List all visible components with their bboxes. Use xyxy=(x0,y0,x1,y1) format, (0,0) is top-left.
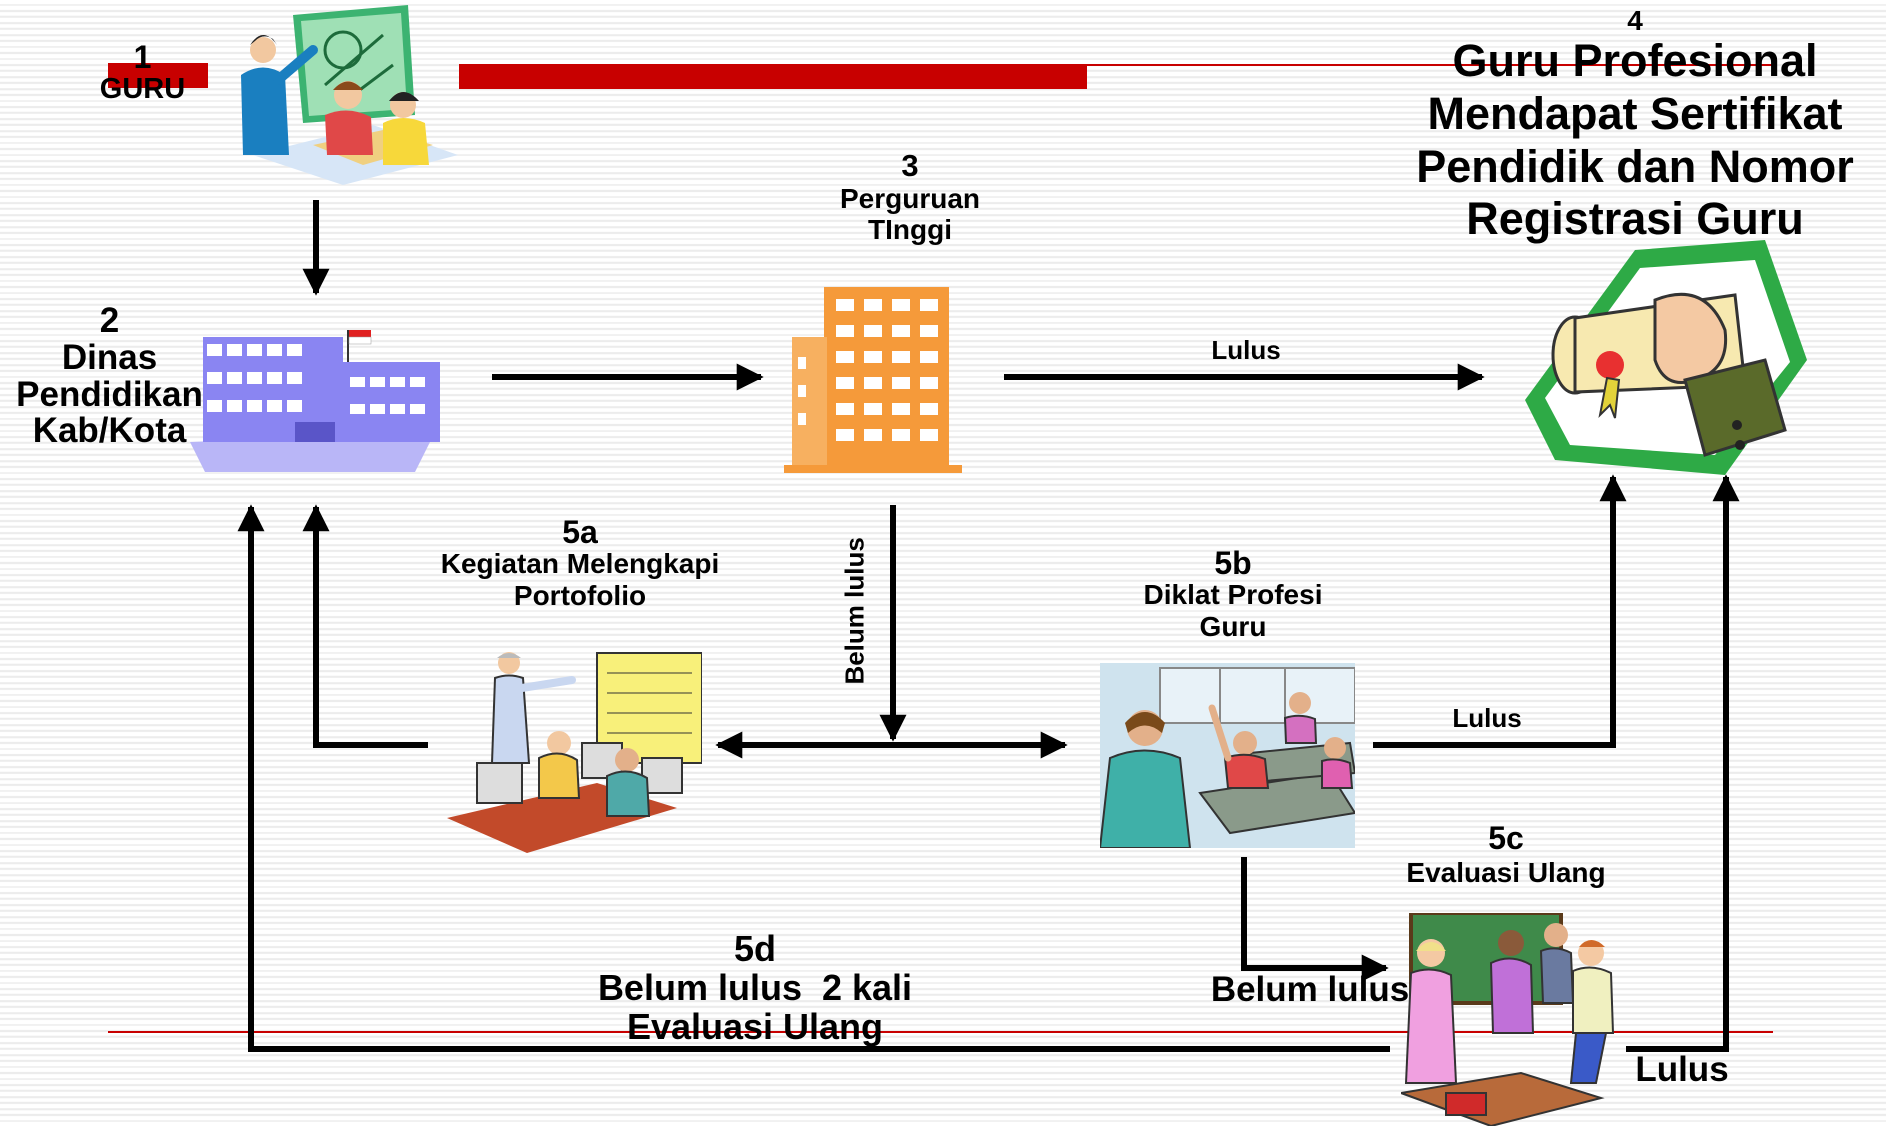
arrow-5a-back-to-dinas xyxy=(302,504,428,748)
node-number: 5c xyxy=(1488,820,1524,856)
red-thin-line-top xyxy=(1087,64,1777,66)
pt-image xyxy=(784,267,962,475)
edge-label-belum-lulus-5b: Belum lulus xyxy=(1210,970,1410,1009)
node-label-line2: Portofolio xyxy=(513,580,647,612)
edge-label-lulus-5c: Lulus xyxy=(1635,1050,1729,1089)
node-label-line2: Guru xyxy=(1199,611,1267,643)
node-label-line1: Perguruan xyxy=(839,182,981,214)
arrow-5c-lulus-to-guru-prof xyxy=(1626,474,1740,1052)
diklat-image xyxy=(1100,663,1355,848)
certificate-image xyxy=(1515,240,1807,475)
portofolio-image xyxy=(447,648,702,858)
dinas-image xyxy=(185,322,445,477)
node-number: 1 xyxy=(133,39,152,75)
node-label-line1: Belum lulus 2 kali xyxy=(597,966,913,1008)
node-label-line3: Pendidik dan Nomor xyxy=(1416,140,1854,192)
red-header-bar-left xyxy=(108,63,208,88)
guru-image xyxy=(233,5,458,185)
edge-label-lulus-pt: Lulus xyxy=(1211,335,1281,365)
node-1-guru: 1 GURU xyxy=(80,39,205,105)
node-label-line1: Guru Profesional xyxy=(1452,35,1818,87)
teacher-discussion-icon xyxy=(1401,913,1615,1126)
node-label-line3: Kab/Kota xyxy=(32,411,187,451)
edge-label-belum-lulus-pt: Belum lulus xyxy=(839,537,870,685)
node-number: 2 xyxy=(99,301,120,340)
node-2-dinas: 2 Dinas Pendidikan Kab/Kota xyxy=(2,301,217,451)
red-header-bar xyxy=(459,64,1087,89)
university-building-icon xyxy=(784,287,962,473)
node-5b-diklat: 5b Diklat Profesi Guru xyxy=(1108,547,1358,643)
node-label-line4: Registrasi Guru xyxy=(1466,193,1804,245)
node-label-line1: Evaluasi Ulang xyxy=(1406,856,1606,888)
node-5a-portofolio: 5a Kegiatan Melengkapi Portofolio xyxy=(410,516,750,612)
arrow-5b-belum-lulus-to-5c xyxy=(1241,857,1389,982)
node-label-line2: Mendapat Sertifikat xyxy=(1427,88,1843,140)
node-number: 3 xyxy=(901,148,919,183)
node-number: 5d xyxy=(733,928,776,969)
node-label-line1: Diklat Profesi xyxy=(1143,579,1323,610)
node-label-line1: Kegiatan Melengkapi xyxy=(440,548,720,579)
arrow-5b-lulus-to-guru-prof xyxy=(1373,474,1627,748)
node-5c-evaluasi-ulang: 5c Evaluasi Ulang xyxy=(1390,820,1622,889)
evaluasi-image xyxy=(1401,913,1623,1126)
node-label-line1: Dinas xyxy=(61,337,158,377)
node-number: 4 xyxy=(1627,5,1643,36)
teacher-whiteboard-icon xyxy=(241,5,458,185)
node-4-guru-profesional: 4 Guru Profesional Mendapat Sertifikat P… xyxy=(1375,6,1886,246)
arrow-5d-back-to-dinas xyxy=(237,504,1390,1052)
edge-label-lulus-5b: Lulus xyxy=(1452,703,1522,733)
node-label-line2: TInggi xyxy=(868,213,952,245)
node-label: GURU xyxy=(99,72,186,105)
red-thin-line-bottom xyxy=(108,1031,1773,1033)
node-number: 5b xyxy=(1214,545,1252,581)
classroom-students-icon xyxy=(1100,663,1355,848)
node-number: 5a xyxy=(562,514,598,550)
node-5d-belum-lulus-2-kali: 5d Belum lulus 2 kali Evaluasi Ulang xyxy=(570,928,940,1047)
certificate-scroll-hand-icon xyxy=(1525,240,1807,475)
computer-lab-icon xyxy=(447,652,702,853)
government-office-building-icon xyxy=(190,330,440,472)
node-label-line2: Pendidikan xyxy=(16,374,203,414)
node-label-line2: Evaluasi Ulang xyxy=(626,1005,884,1047)
node-3-perguruan-tinggi: 3 Perguruan TInggi xyxy=(810,148,1010,246)
